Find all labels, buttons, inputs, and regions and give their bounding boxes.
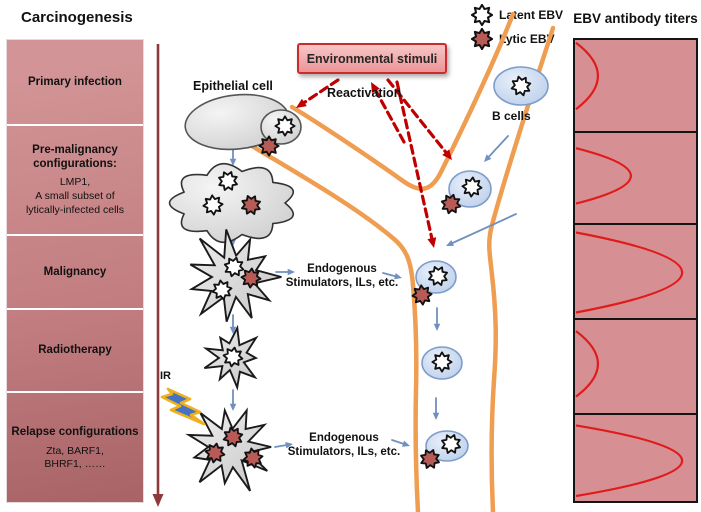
relapse-cell xyxy=(185,407,272,492)
ebv-antibody-titers-title: EBV antibody titers xyxy=(573,11,698,26)
endogenous-stimulators-label-2: Endogenous Stimulators, ILs, etc. xyxy=(287,432,401,459)
environmental-stimuli-box: Environmental stimuli xyxy=(297,43,447,74)
stage-box-radiotherapy: Radiotherapy xyxy=(7,308,143,391)
flow-arrows xyxy=(229,135,517,449)
titer-panel xyxy=(573,38,698,503)
titer-box-malignancy xyxy=(573,223,698,320)
timeline-arrow xyxy=(152,44,164,507)
stage-box-primary-infection: Primary infection xyxy=(7,40,143,124)
titer-box-relapse xyxy=(573,413,698,503)
legend-latent-label: Latent EBV xyxy=(499,8,564,22)
legend-lytic-label: Lytic EBV xyxy=(499,32,555,46)
radiotherapy-cell xyxy=(202,324,259,391)
stage-title: Radiotherapy xyxy=(38,344,112,357)
ir-lightning-icon xyxy=(160,387,206,426)
titer-box-primary-infection xyxy=(573,38,698,133)
legend-lytic-ebv: Lytic EBV xyxy=(471,28,555,50)
malignant-cell xyxy=(188,229,282,323)
stage-box-malignancy: Malignancy xyxy=(7,234,143,308)
stage-title: Pre-malignancy configurations: xyxy=(32,143,118,171)
stage-box-pre-malignancy: Pre-malignancy configurations: LMP1, A s… xyxy=(7,124,143,234)
ir-label: IR xyxy=(160,370,171,382)
lytic-ebv-icon xyxy=(471,28,493,50)
b-cells-label: B cells xyxy=(492,109,531,123)
titer-box-radiotherapy xyxy=(573,318,698,415)
carcinogenesis-title: Carcinogenesis xyxy=(21,9,133,26)
stage-details: Zta, BARF1, BHRF1, …… xyxy=(44,444,106,471)
stage-title: Relapse configurations xyxy=(11,426,139,439)
stage-title: Primary infection xyxy=(28,75,122,88)
infected-cell-cluster xyxy=(168,163,295,243)
carcinogenesis-stage-panel: Primary infection Pre-malignancy configu… xyxy=(6,39,144,503)
stage-box-relapse: Relapse configurations Zta, BARF1, BHRF1… xyxy=(7,391,143,504)
reactivation-label: Reactivation xyxy=(327,86,402,100)
stage-title: Malignancy xyxy=(43,265,107,278)
reactivation-arrows xyxy=(296,78,452,248)
b-cell-shapes xyxy=(415,66,549,462)
legend-latent-ebv: Latent EBV xyxy=(471,4,563,26)
endogenous-stimulators-label-1: Endogenous Stimulators, ILs, etc. xyxy=(285,263,399,290)
environmental-stimuli-label: Environmental stimuli xyxy=(306,51,438,66)
epithelial-cell-shape xyxy=(184,93,302,151)
stage-details: LMP1, A small subset of lytically-infect… xyxy=(25,176,125,216)
latent-ebv-icon xyxy=(471,4,493,26)
epithelial-cell-label: Epithelial cell xyxy=(193,79,273,93)
titer-box-pre-malignancy xyxy=(573,131,698,225)
